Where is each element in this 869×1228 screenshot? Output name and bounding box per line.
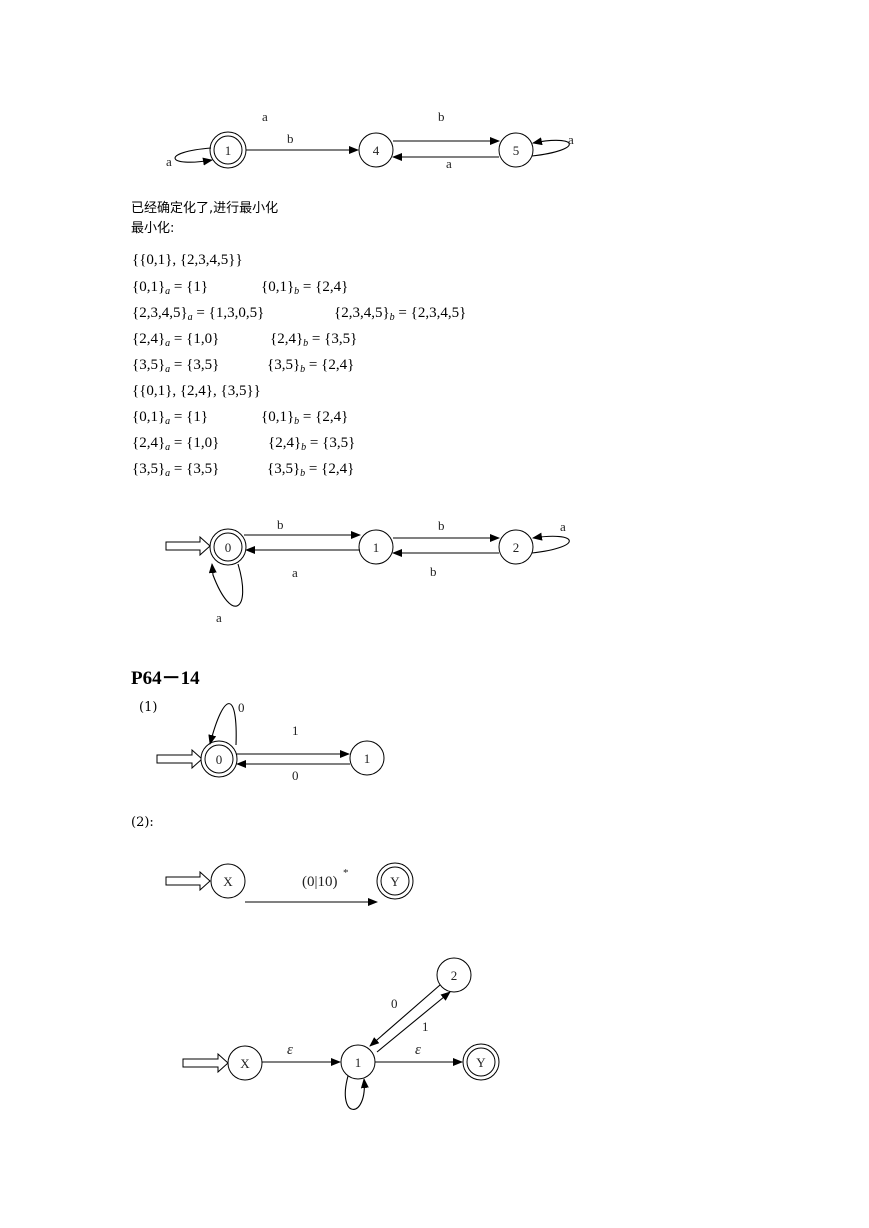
edge-2-1-0 [369, 984, 441, 1047]
loop-2-a [531, 532, 570, 554]
dfa-part-1: 0 1 0 1 0 [156, 700, 385, 783]
svg-text:b: b [277, 517, 284, 532]
start-arrow-0 [165, 535, 211, 557]
state-y-accepting: Y [462, 1043, 500, 1081]
state-y-accepting: Y [376, 862, 414, 900]
math-line-8: {2,4}a = {1,0} [132, 435, 220, 453]
svg-text:a: a [446, 156, 452, 171]
math-line-9-b: {3,5}b = {2,4} [267, 461, 355, 479]
svg-text:X: X [240, 1056, 250, 1071]
svg-text:ε: ε [287, 1042, 293, 1058]
svg-text:Y: Y [390, 874, 400, 889]
state-0-accepting: 0 [209, 528, 247, 566]
state-5: 5 [498, 132, 534, 168]
math-line-7: {0,1}a = {1} [132, 409, 209, 427]
math-line-7-b: {0,1}b = {2,4} [261, 409, 349, 427]
part-1-label: (1) [139, 700, 158, 715]
edge-1-2-1 [376, 991, 451, 1053]
loop-1-a [174, 147, 213, 166]
svg-text:0: 0 [216, 752, 223, 767]
svg-text:a: a [292, 565, 298, 580]
dfa-diagram-2: 0 1 2 b a b b a a [165, 517, 570, 625]
part-2-label: (2): [131, 815, 154, 830]
text-line-1: 已经确定化了,进行最小化 [131, 201, 279, 216]
math-line-8-b: {2,4}b = {3,5} [268, 435, 356, 453]
edge-label-star: * [343, 867, 349, 879]
nfa-diagram-3: X 1 2 Y ε ε 0 1 [182, 957, 500, 1110]
svg-text:5: 5 [513, 143, 520, 158]
svg-text:1: 1 [422, 1019, 429, 1034]
label-loop-1: a [166, 154, 172, 169]
dfa-diagram-1: 1 4 5 a b a b a a [166, 109, 574, 171]
section-heading: P64－14 [131, 668, 200, 689]
state-1: 1 [340, 1044, 376, 1080]
state-1: 1 [358, 529, 394, 565]
svg-text:b: b [438, 109, 445, 124]
loop-0-a [208, 563, 244, 607]
state-2: 2 [436, 957, 472, 993]
svg-text:0: 0 [238, 700, 245, 715]
svg-text:2: 2 [451, 968, 458, 983]
svg-text:a: a [216, 610, 222, 625]
state-x: X [210, 863, 246, 899]
loop-5-a [531, 137, 570, 157]
svg-text:1: 1 [225, 143, 232, 158]
math-line-1: {{0,1}, {2,3,4,5}} [132, 252, 243, 268]
svg-text:4: 4 [373, 143, 380, 158]
svg-text:0: 0 [391, 996, 398, 1011]
math-line-9: {3,5}a = {3,5} [132, 461, 220, 479]
state-1-accepting: 1 [209, 131, 247, 169]
loop-0-0 [208, 703, 237, 746]
loop-1 [344, 1075, 369, 1110]
math-line-5: {3,5}a = {3,5} [132, 357, 220, 375]
svg-text:2: 2 [513, 540, 520, 555]
math-line-4: {2,4}a = {1,0} [132, 331, 220, 349]
nfa-part-2: X Y (0|10) * [165, 862, 414, 906]
svg-text:1: 1 [355, 1055, 362, 1070]
svg-text:Y: Y [476, 1055, 486, 1070]
svg-text:1: 1 [292, 723, 299, 738]
svg-text:0: 0 [292, 768, 299, 783]
math-line-5-b: {3,5}b = {2,4} [267, 357, 355, 375]
svg-text:X: X [223, 874, 233, 889]
state-2: 2 [498, 529, 534, 565]
svg-text:0: 0 [225, 540, 232, 555]
edge-label-regex: (0|10) [302, 874, 338, 890]
svg-text:1: 1 [373, 540, 380, 555]
state-0-accepting: 0 [200, 740, 238, 778]
svg-text:b: b [287, 131, 294, 146]
state-1: 1 [349, 740, 385, 776]
label-top-a: a [262, 109, 268, 124]
text-line-2: 最小化: [131, 221, 175, 236]
svg-text:ε: ε [415, 1042, 421, 1058]
math-line-6: {{0,1}, {2,4}, {3,5}} [132, 383, 261, 399]
state-x: X [227, 1045, 263, 1081]
svg-text:b: b [438, 518, 445, 533]
math-line-4-b: {2,4}b = {3,5} [270, 331, 358, 349]
svg-text:a: a [560, 519, 566, 534]
state-4: 4 [358, 132, 394, 168]
math-line-3: {2,3,4,5}a = {1,3,0,5} [132, 305, 265, 323]
math-line-3-b: {2,3,4,5}b = {2,3,4,5} [334, 305, 467, 323]
svg-text:a: a [568, 132, 574, 147]
svg-text:1: 1 [364, 751, 371, 766]
math-line-2-b: {0,1}b = {2,4} [261, 279, 349, 297]
svg-text:b: b [430, 564, 437, 579]
math-line-2: {0,1}a = {1} [132, 279, 209, 297]
